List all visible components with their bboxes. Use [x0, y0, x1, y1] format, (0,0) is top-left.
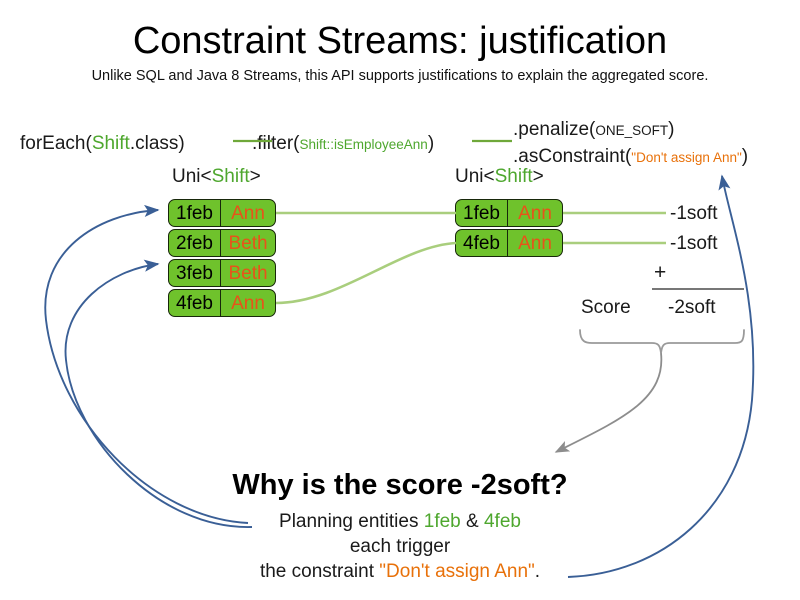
shift-employee: Ann	[518, 202, 552, 224]
code-asconstraint-call: .asConstraint(	[513, 146, 632, 167]
uni-right-type: Shift	[494, 166, 533, 187]
shift-employee: Ann	[231, 202, 265, 224]
shift-employee: Ann	[231, 292, 265, 314]
explanation-heading: Why is the score -2soft?	[232, 469, 568, 501]
explanation-constraint-name: "Don't assign Ann"	[379, 561, 535, 582]
uni-left-prefix: Uni<	[172, 166, 212, 187]
shift-row[interactable]: 1feb Ann	[168, 199, 276, 227]
explanation-line-3: the constraint "Don't assign Ann".	[0, 559, 800, 584]
code-penalize: .penalize(ONE_SOFT)	[513, 119, 674, 140]
code-foreach: forEach(Shift.class)	[20, 132, 185, 156]
match-connector-4feb	[275, 241, 457, 305]
code-filter-arg: Shift::isEmployeeAnn	[299, 137, 428, 152]
code-filter: .filter(Shift::isEmployeeAnn)	[252, 132, 434, 157]
penalty-value-1: -1soft	[670, 203, 718, 224]
shift-date: 4feb	[456, 230, 508, 256]
shift-date: 1feb	[169, 200, 221, 226]
brace-to-question-arrow	[554, 352, 663, 453]
code-foreach-call: forEach(	[20, 133, 92, 154]
penalty-value-2: -1soft	[670, 233, 718, 254]
score-brace	[579, 329, 745, 354]
shift-row[interactable]: 2feb Beth	[168, 229, 276, 257]
shift-date: 2feb	[169, 230, 221, 256]
shift-employee: Beth	[228, 232, 268, 254]
explanation-line3-prefix: the constraint	[259, 561, 380, 582]
code-asconstraint-tail: )	[741, 146, 749, 167]
code-asconstraint: .asConstraint("Don't assign Ann")	[513, 145, 748, 170]
page-subtitle: Unlike SQL and Java 8 Streams, this API …	[91, 68, 709, 84]
code-foreach-type: Shift	[91, 133, 130, 154]
code-penalize-arg: ONE_SOFT	[595, 123, 669, 138]
code-penalize-tail: )	[668, 119, 675, 140]
shift-date: 1feb	[456, 200, 508, 226]
code-asconstraint-arg: "Don't assign Ann"	[631, 150, 742, 165]
score-label: Score	[581, 297, 631, 318]
code-foreach-tail: .class)	[129, 133, 185, 154]
shift-employee: Ann	[518, 232, 552, 254]
explanation-entity-a: 1feb	[423, 511, 461, 532]
shift-row[interactable]: 3feb Beth	[168, 259, 276, 287]
explanation-line-1: Planning entities 1feb & 4feb	[0, 509, 800, 534]
score-total: -2soft	[668, 297, 716, 318]
uni-label-left: Uni<Shift>	[172, 166, 261, 188]
shift-date: 4feb	[169, 290, 221, 316]
uni-left-type: Shift	[211, 166, 250, 187]
code-filter-call: .filter(	[252, 133, 300, 154]
explanation-body: Planning entities 1feb & 4feb each trigg…	[0, 509, 800, 584]
uni-left-suffix: >	[249, 166, 261, 187]
explanation-line3-suffix: .	[534, 561, 541, 582]
shift-date: 3feb	[169, 260, 221, 286]
page-title: Constraint Streams: justification	[132, 20, 668, 62]
uni-label-right: Uni<Shift>	[455, 166, 544, 188]
shift-employee: Beth	[228, 262, 268, 284]
shift-row[interactable]: 4feb Ann	[168, 289, 276, 317]
explanation-line1-amp: &	[460, 511, 484, 532]
explanation-line-2: each trigger	[349, 536, 451, 557]
shift-row[interactable]: 1feb Ann	[455, 199, 563, 227]
sum-divider	[652, 288, 744, 290]
code-penalize-call: .penalize(	[513, 119, 596, 140]
explanation-entity-b: 4feb	[483, 511, 521, 532]
code-filter-tail: )	[427, 133, 435, 154]
sum-operator: +	[654, 261, 667, 284]
uni-right-suffix: >	[532, 166, 544, 187]
uni-right-prefix: Uni<	[455, 166, 495, 187]
code-terminal-block: .penalize(ONE_SOFT) .asConstraint("Don't…	[513, 118, 748, 170]
explanation-line1-prefix: Planning entities	[279, 511, 424, 532]
shift-row[interactable]: 4feb Ann	[455, 229, 563, 257]
